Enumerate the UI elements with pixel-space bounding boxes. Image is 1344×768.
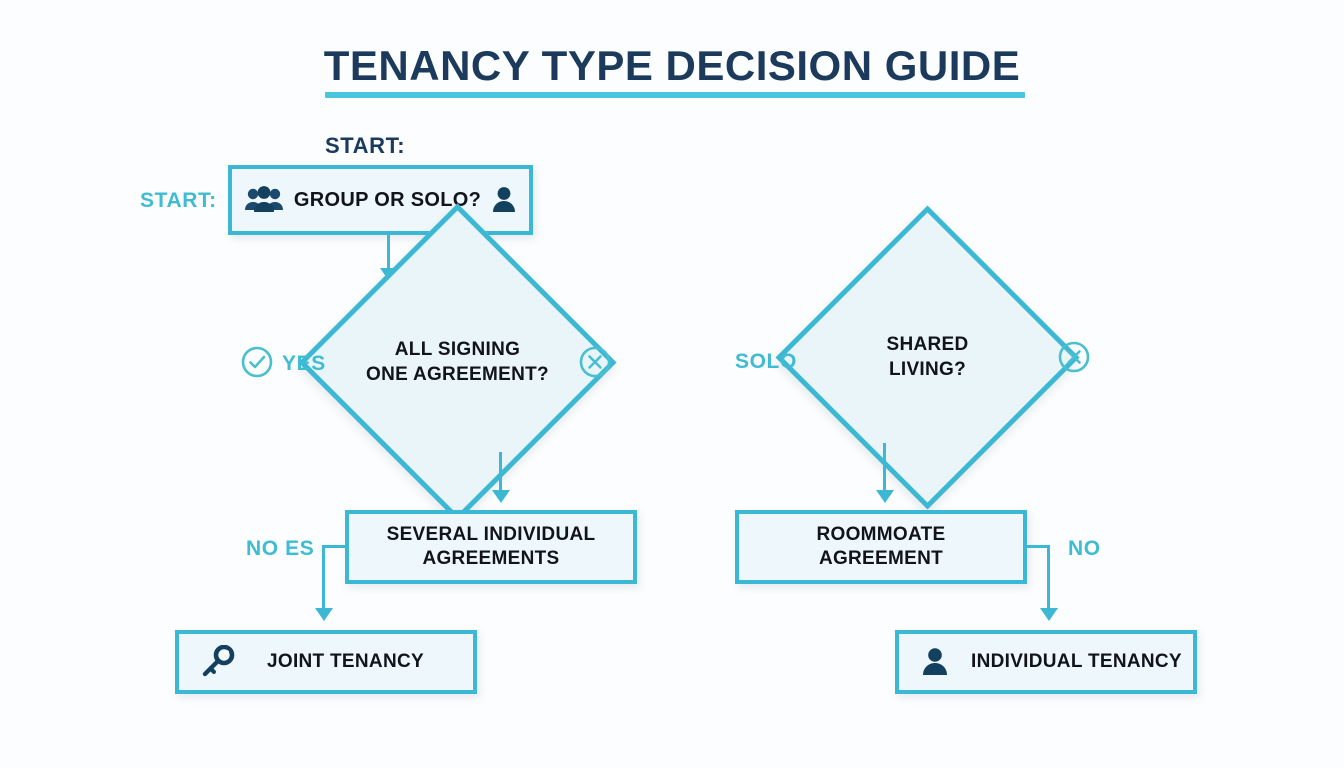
decision-right-solo-label: SOLO — [735, 350, 797, 373]
node-several-individual-agreements[interactable]: SEVERAL INDIVIDUAL AGREEMENTS — [345, 510, 637, 584]
page-title: TENANCY TYPE DECISION GUIDE — [323, 42, 1021, 89]
connector-roommate-to-individual-vertical — [1047, 545, 1050, 613]
node-joint-tenancy-label: JOINT TENANCY — [267, 651, 424, 673]
node-start-label: GROUP OR SOLO? — [293, 188, 482, 211]
node-joint-tenancy[interactable]: JOINT TENANCY — [175, 630, 477, 694]
node-several-label: SEVERAL INDIVIDUAL AGREEMENTS — [386, 524, 596, 569]
arrowhead-roommate-to-individual — [1040, 608, 1058, 621]
check-circle-icon — [240, 345, 274, 379]
title-underline — [325, 92, 1025, 98]
start-label-left: START: — [140, 189, 217, 212]
node-individual-tenancy[interactable]: INDIVIDUAL TENANCY — [895, 630, 1197, 694]
decision-left-label: ALL SIGNING ONE AGREEMENT? — [366, 338, 549, 385]
decision-right-label: SHARED LIVING? — [886, 333, 969, 380]
start-label-top: START: — [325, 133, 406, 158]
arrowhead-several-to-joint — [315, 608, 333, 621]
connector-start-to-decision-left — [387, 235, 390, 273]
connector-several-elbow-horizontal — [322, 545, 347, 548]
arrowhead-decision-left-to-several — [492, 490, 510, 503]
node-roommate-label: ROOMMOATE AGREEMENT — [816, 524, 946, 569]
node-roommate-agreement[interactable]: ROOMMOATE AGREEMENT — [735, 510, 1027, 584]
connector-several-to-joint-vertical — [322, 545, 325, 613]
node-start-group-or-solo[interactable]: GROUP OR SOLO? — [228, 165, 533, 235]
branch-label-no-es: NO ES — [246, 537, 315, 560]
decision-shared-living[interactable]: SHARED LIVING? — [775, 205, 1080, 510]
node-individual-tenancy-label: INDIVIDUAL TENANCY — [971, 651, 1182, 673]
arrowhead-decision-right-to-roommate — [876, 490, 894, 503]
branch-label-no: NO — [1068, 537, 1101, 560]
decision-all-signing-one-agreement[interactable]: ALL SIGNING ONE AGREEMENT? — [298, 203, 617, 522]
key-icon — [201, 645, 235, 679]
x-circle-icon — [578, 345, 612, 379]
connector-decision-left-to-several — [499, 452, 502, 494]
connector-roommate-elbow-horizontal — [1025, 545, 1050, 548]
connector-decision-right-to-roommate — [883, 443, 886, 494]
x-circle-icon — [1057, 340, 1091, 374]
decision-left-yes-label: YES — [282, 352, 326, 375]
person-icon — [921, 646, 949, 678]
person-icon — [491, 185, 517, 215]
group-people-icon — [244, 185, 284, 215]
